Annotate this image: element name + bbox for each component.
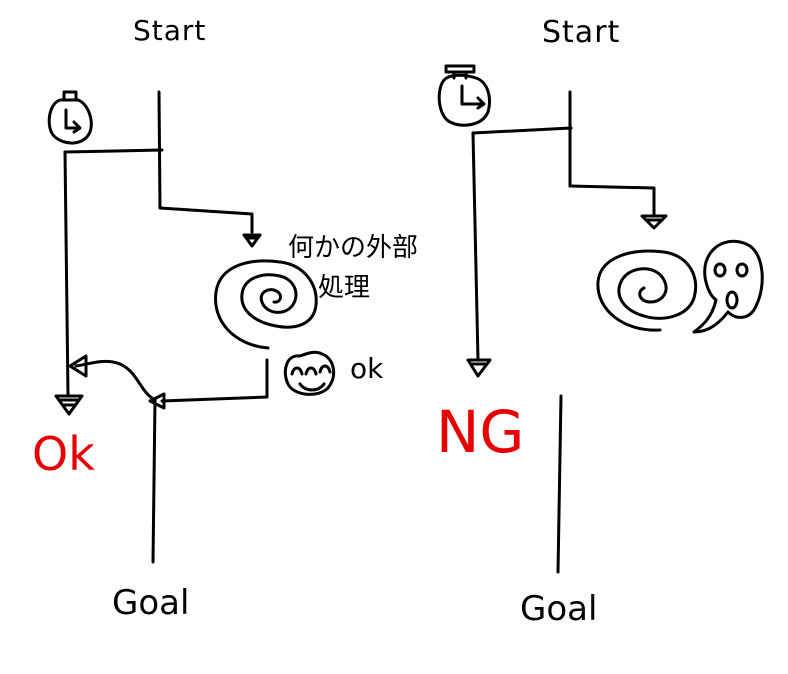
left-branch-down <box>63 150 70 397</box>
ghost-face-icon <box>692 239 764 334</box>
right-goal-line <box>556 394 563 574</box>
left-to-process <box>158 206 254 234</box>
right-branch-down <box>471 131 480 362</box>
left-curve-to-ok <box>74 359 157 402</box>
right-ng-arrowhead <box>466 358 492 378</box>
external-process-label-line2: 処理 <box>318 273 370 303</box>
left-ok-arrowhead <box>54 394 84 416</box>
left-goal-label: Goal <box>112 583 189 623</box>
stopwatch-icon <box>47 90 93 145</box>
right-process-arrowhead <box>640 214 668 230</box>
left-return-arrowhead <box>148 392 166 410</box>
right-diagram: Start NG Goal <box>436 15 764 629</box>
left-start-label: Start <box>133 14 206 47</box>
spiral-process-icon <box>596 249 698 332</box>
left-diagram: Start 何かの外部 処理 ok <box>32 14 418 623</box>
happy-face-icon <box>283 350 336 396</box>
right-start-label: Start <box>542 15 620 50</box>
left-result-label: Ok <box>32 427 95 481</box>
external-process-label-line1: 何かの外部 <box>288 233 418 263</box>
left-process-arrowhead <box>242 233 262 248</box>
right-branch-top <box>471 126 573 135</box>
left-curve-arrowhead <box>68 354 88 378</box>
ok-small-label: ok <box>350 352 384 385</box>
stopwatch-icon <box>437 64 491 127</box>
left-return-line <box>160 358 269 403</box>
right-to-process <box>568 184 656 216</box>
left-branch-top <box>63 148 164 154</box>
spiral-process-icon <box>214 259 318 350</box>
right-goal-label: Goal <box>520 589 597 629</box>
left-goal-line <box>151 398 157 564</box>
right-result-label: NG <box>436 398 524 466</box>
